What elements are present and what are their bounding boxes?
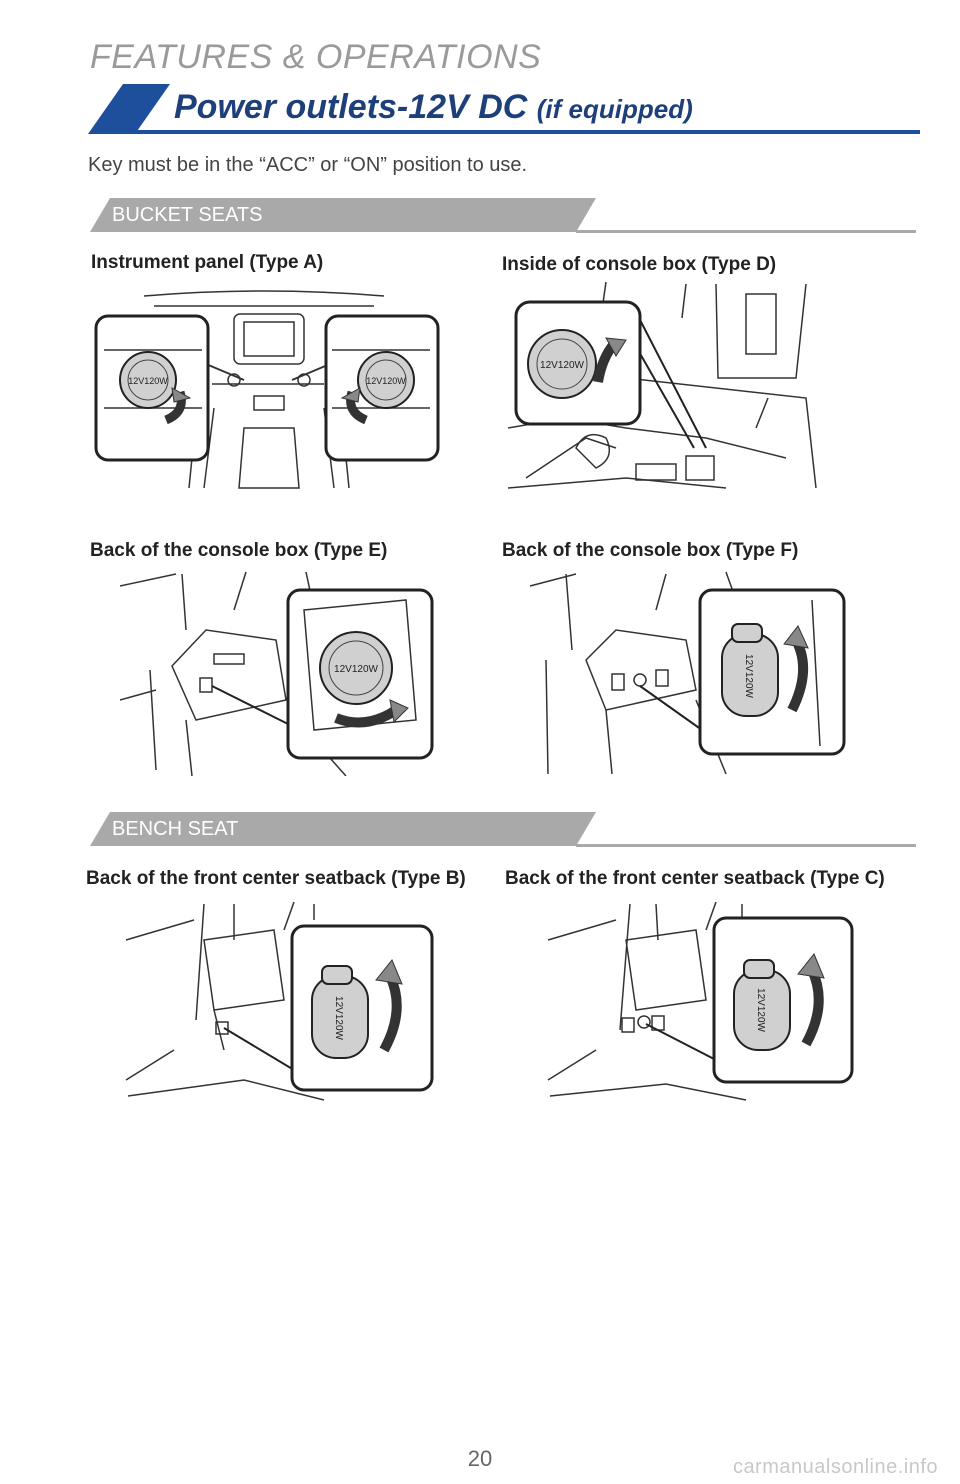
section-label: FEATURES & OPERATIONS [90,38,542,76]
caption-type-f: Back of the console box (Type F) [502,540,799,561]
title-underline [128,130,920,134]
caption-type-d: Inside of console box (Type D) [502,254,777,275]
figure-type-a: 12V120W 12V120W [94,288,440,496]
caption-type-b: Back of the front center seatback (Type … [86,868,466,889]
svg-text:12V120W: 12V120W [540,360,584,371]
page-title-suffix: (if equipped) [536,94,693,124]
bench-seat-band: BENCH SEAT [90,812,916,848]
bench-seat-label: BENCH SEAT [112,818,239,840]
svg-text:12V120W: 12V120W [366,376,406,386]
page-number: 20 [467,1446,493,1471]
watermark: carmanualsonline.info [732,1456,938,1478]
svg-text:12V120W: 12V120W [755,988,766,1032]
figure-type-d: 12V120W [506,278,826,494]
page-title: Power outlets-12V DC (if equipped) [174,88,693,127]
bucket-seats-band: BUCKET SEATS [90,198,916,234]
intro-text: Key must be in the “ACC” or “ON” positio… [88,154,528,176]
title-bar: Power outlets-12V DC (if equipped) [88,84,920,134]
page-title-main: Power outlets-12V DC [174,88,528,126]
caption-type-c: Back of the front center seatback (Type … [505,868,885,889]
figure-type-e: 12V120W [116,570,436,776]
svg-text:12V120W: 12V120W [334,664,378,675]
svg-text:12V120W: 12V120W [128,376,168,386]
figure-type-c: 12V120W [546,900,856,1106]
caption-type-e: Back of the console box (Type E) [90,540,388,561]
svg-text:12V120W: 12V120W [333,996,344,1040]
figure-type-b: 12V120W [124,900,436,1106]
figure-type-f: 12V120W [516,570,846,776]
title-accent-wedge [88,84,170,134]
caption-type-a: Instrument panel (Type A) [91,252,324,273]
bucket-seats-label: BUCKET SEATS [112,204,263,226]
svg-text:12V120W: 12V120W [743,654,754,698]
